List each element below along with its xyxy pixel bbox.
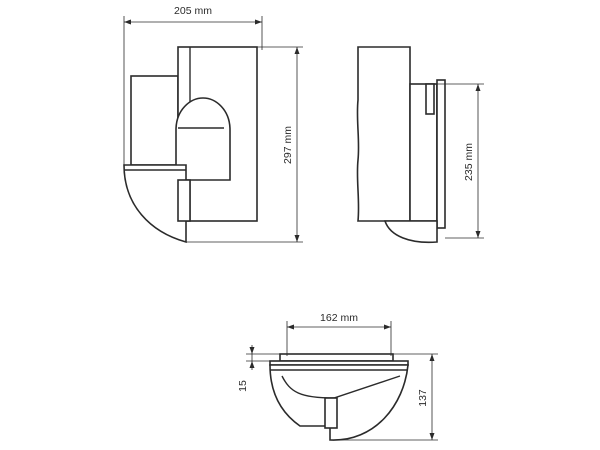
- front-arch-cutout: [175, 97, 231, 181]
- bottom-notch: [324, 397, 338, 429]
- front-width-label: 205 mm: [174, 5, 212, 17]
- side-height-label: 235 mm: [463, 143, 475, 181]
- side-wall-plate: [436, 79, 446, 229]
- side-height-dimension: 235 mm: [437, 83, 484, 239]
- front-left-plate: [130, 75, 179, 166]
- bottom-wall-plate: [279, 353, 394, 362]
- front-height-dimension: 297 mm: [186, 46, 303, 243]
- front-shade-block: [177, 179, 191, 222]
- side-bracket: [425, 83, 435, 115]
- bottom-view: [269, 353, 409, 441]
- front-height-label: 297 mm: [282, 126, 294, 164]
- bottom-width-dimension: 162 mm: [286, 312, 392, 356]
- side-view: [356, 46, 446, 244]
- front-bottom-shade: [123, 164, 187, 244]
- bottom-left-label: 15: [237, 380, 249, 392]
- bottom-right-dimension: 137: [330, 353, 438, 441]
- side-main-body: [356, 46, 411, 222]
- bottom-left-dimension: 15: [237, 345, 280, 392]
- front-view: [123, 46, 258, 244]
- bottom-width-label: 162 mm: [320, 312, 358, 324]
- bottom-shade: [269, 364, 409, 441]
- bottom-right-label: 137: [417, 389, 429, 407]
- side-shade: [383, 220, 438, 244]
- front-width-dimension: 205 mm: [123, 5, 263, 170]
